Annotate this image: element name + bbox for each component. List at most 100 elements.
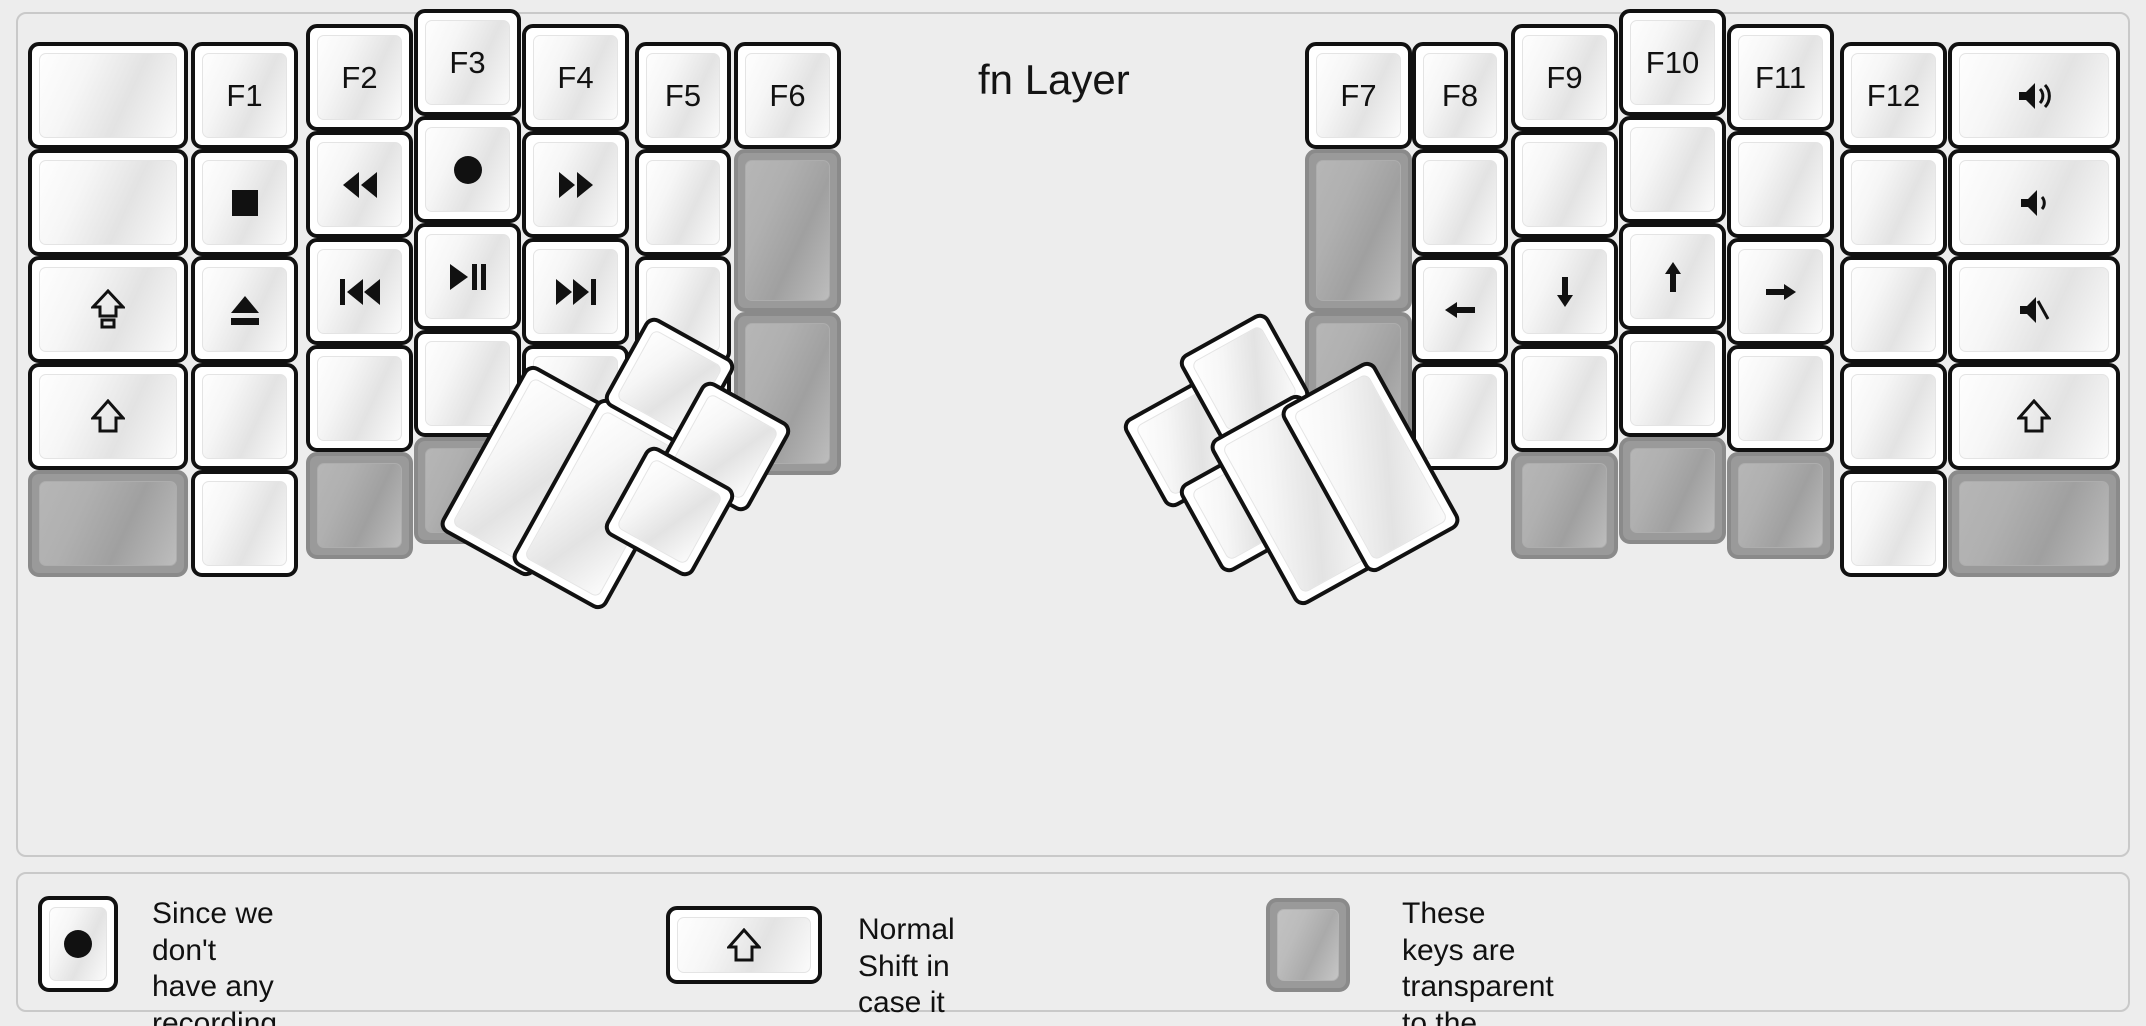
keycap-label: F11 <box>1754 60 1807 95</box>
key-right-col-9-r2[interactable] <box>1511 238 1618 345</box>
keycap-label: F9 <box>1546 60 1583 95</box>
key-right-col-12-r0[interactable]: F12 <box>1840 42 1947 149</box>
keycap-surface <box>39 267 177 352</box>
key-left-col-3-r1[interactable] <box>414 116 521 223</box>
keycap-surface: F2 <box>317 35 402 120</box>
legend-description-2: Normal Shift in case it needs to be send… <box>858 913 955 1026</box>
key-left-col-2-r1[interactable] <box>306 131 413 238</box>
key-right-col-12-r1[interactable] <box>1840 149 1947 256</box>
keycap-surface: F11 <box>1738 35 1823 120</box>
key-right-col-11-r3[interactable] <box>1727 345 1834 452</box>
key-left-col-1-r4[interactable] <box>191 470 298 577</box>
key-left-col-4-r1[interactable] <box>522 131 629 238</box>
key-left-col-outer-r0[interactable] <box>28 42 188 149</box>
media-play-pause-icon <box>448 262 488 292</box>
key-right-col-8-r3[interactable] <box>1412 363 1508 470</box>
key-right-col-outer-right-r4[interactable] <box>1948 470 2120 577</box>
key-left-col-5-r0[interactable]: F5 <box>635 42 731 149</box>
key-left-col-2-r0[interactable]: F2 <box>306 24 413 131</box>
keycap-label: F4 <box>557 60 594 95</box>
key-right-col-10-r0[interactable]: F10 <box>1619 9 1726 116</box>
keycap-surface <box>1630 127 1715 212</box>
keycap-surface <box>533 249 618 334</box>
key-right-col-9-r3[interactable] <box>1511 345 1618 452</box>
legend-description-1: Since we don't have any recording key, t… <box>152 897 278 1026</box>
key-right-col-11-r1[interactable] <box>1727 131 1834 238</box>
keycap-surface <box>39 374 177 459</box>
key-right-col-11-r4[interactable] <box>1727 452 1834 559</box>
arrow-right-icon <box>1764 277 1798 307</box>
shift-arrow-icon <box>2017 399 2051 434</box>
keycap-surface <box>317 463 402 548</box>
key-left-col-1-r3[interactable] <box>191 363 298 470</box>
page-title: fn Layer <box>978 56 1130 103</box>
key-left-col-outer-r3[interactable] <box>28 363 188 470</box>
key-right-col-8-r2[interactable] <box>1412 256 1508 363</box>
media-rewind-icon <box>340 170 380 200</box>
key-right-col-10-r3[interactable] <box>1619 330 1726 437</box>
key-left-col-5-r1[interactable] <box>635 149 731 256</box>
key-left-col-4-r2[interactable] <box>522 238 629 345</box>
keycap-surface: F6 <box>745 53 830 138</box>
keycap-surface <box>317 142 402 227</box>
key-right-col-7-r1[interactable] <box>1305 149 1412 312</box>
keycap-label: F7 <box>1340 78 1377 113</box>
keycap-surface <box>1630 341 1715 426</box>
key-right-col-8-r1[interactable] <box>1412 149 1508 256</box>
key-right-col-outer-right-r2[interactable] <box>1948 256 2120 363</box>
key-right-col-9-r1[interactable] <box>1511 131 1618 238</box>
key-left-col-2-r4[interactable] <box>306 452 413 559</box>
key-right-col-11-r2[interactable] <box>1727 238 1834 345</box>
key-left-col-6-r1[interactable] <box>734 149 841 312</box>
key-left-col-outer-r2[interactable] <box>28 256 188 363</box>
volume-up-icon <box>2017 80 2051 112</box>
keycap-surface <box>1959 53 2109 138</box>
key-right-col-12-r2[interactable] <box>1840 256 1947 363</box>
key-right-col-10-r2[interactable] <box>1619 223 1726 330</box>
key-right-col-8-r0[interactable]: F8 <box>1412 42 1508 149</box>
keycap-label: F12 <box>1866 78 1921 113</box>
media-stop-icon <box>229 187 261 219</box>
keycap-surface <box>1522 249 1607 334</box>
keycap-surface <box>1522 356 1607 441</box>
media-record-icon <box>62 928 94 960</box>
key-left-col-1-r2[interactable] <box>191 256 298 363</box>
keycap-surface <box>1959 481 2109 566</box>
key-left-col-2-r3[interactable] <box>306 345 413 452</box>
key-left-col-outer-r1[interactable] <box>28 149 188 256</box>
keycap-label: F10 <box>1645 45 1700 80</box>
key-right-col-10-r1[interactable] <box>1619 116 1726 223</box>
key-left-col-1-r0[interactable]: F1 <box>191 42 298 149</box>
key-left-col-outer-r4[interactable] <box>28 470 188 577</box>
key-left-col-6-r0[interactable]: F6 <box>734 42 841 149</box>
keycap-surface <box>317 249 402 334</box>
keycap-surface <box>202 160 287 245</box>
keycap-surface <box>1630 234 1715 319</box>
media-next-track-icon <box>554 277 598 307</box>
key-right-col-outer-right-r1[interactable] <box>1948 149 2120 256</box>
key-left-col-2-r2[interactable] <box>306 238 413 345</box>
legend-sample-key-1 <box>38 896 118 992</box>
key-right-col-outer-right-r3[interactable] <box>1948 363 2120 470</box>
keycap-surface <box>1423 267 1497 352</box>
keycap-surface <box>1630 448 1715 533</box>
key-right-col-9-r4[interactable] <box>1511 452 1618 559</box>
keycap-surface <box>1738 249 1823 334</box>
key-right-col-9-r0[interactable]: F9 <box>1511 24 1618 131</box>
key-left-col-4-r0[interactable]: F4 <box>522 24 629 131</box>
media-record-icon <box>452 154 484 186</box>
key-right-col-outer-right-r0[interactable] <box>1948 42 2120 149</box>
key-left-col-3-r2[interactable] <box>414 223 521 330</box>
key-left-col-1-r1[interactable] <box>191 149 298 256</box>
key-right-col-12-r3[interactable] <box>1840 363 1947 470</box>
key-right-col-11-r0[interactable]: F11 <box>1727 24 1834 131</box>
key-left-col-3-r0[interactable]: F3 <box>414 9 521 116</box>
keycap-surface <box>745 160 830 301</box>
key-right-col-10-r4[interactable] <box>1619 437 1726 544</box>
key-right-col-7-r0[interactable]: F7 <box>1305 42 1412 149</box>
key-right-col-12-r4[interactable] <box>1840 470 1947 577</box>
keycap-label: F6 <box>769 78 806 113</box>
keycap-surface <box>1522 463 1607 548</box>
